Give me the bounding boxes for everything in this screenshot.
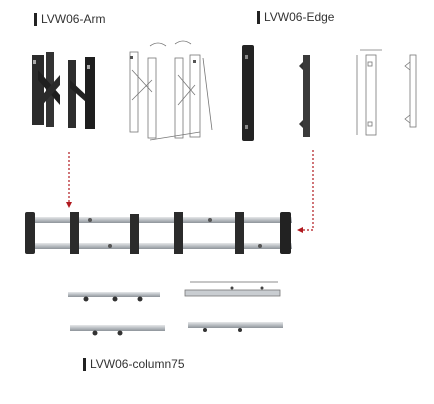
label-marker	[83, 357, 86, 371]
column-rail-left-top	[68, 292, 160, 302]
arrow-edge-to-assembly	[297, 150, 314, 233]
arm-bracket-photo	[32, 52, 95, 129]
edge-technical-drawing	[356, 49, 417, 136]
label-marker	[34, 12, 37, 26]
label-lvw06-arm: LVW06-Arm	[34, 12, 105, 26]
edge-bracket-photo	[242, 45, 310, 141]
label-text: LVW06-column75	[90, 357, 185, 371]
assembled-wall-mount	[25, 212, 292, 254]
column-rail-drawing-top	[184, 281, 281, 297]
column-rail-right-bottom	[188, 322, 283, 332]
label-marker	[257, 10, 260, 24]
column-rail-left-bottom	[70, 325, 165, 336]
label-text: LVW06-Arm	[41, 12, 106, 26]
label-lvw06-column: LVW06-column75	[83, 357, 185, 371]
label-text: LVW06-Edge	[264, 10, 335, 24]
arm-technical-drawing	[129, 40, 213, 141]
label-lvw06-edge: LVW06-Edge	[257, 10, 334, 24]
